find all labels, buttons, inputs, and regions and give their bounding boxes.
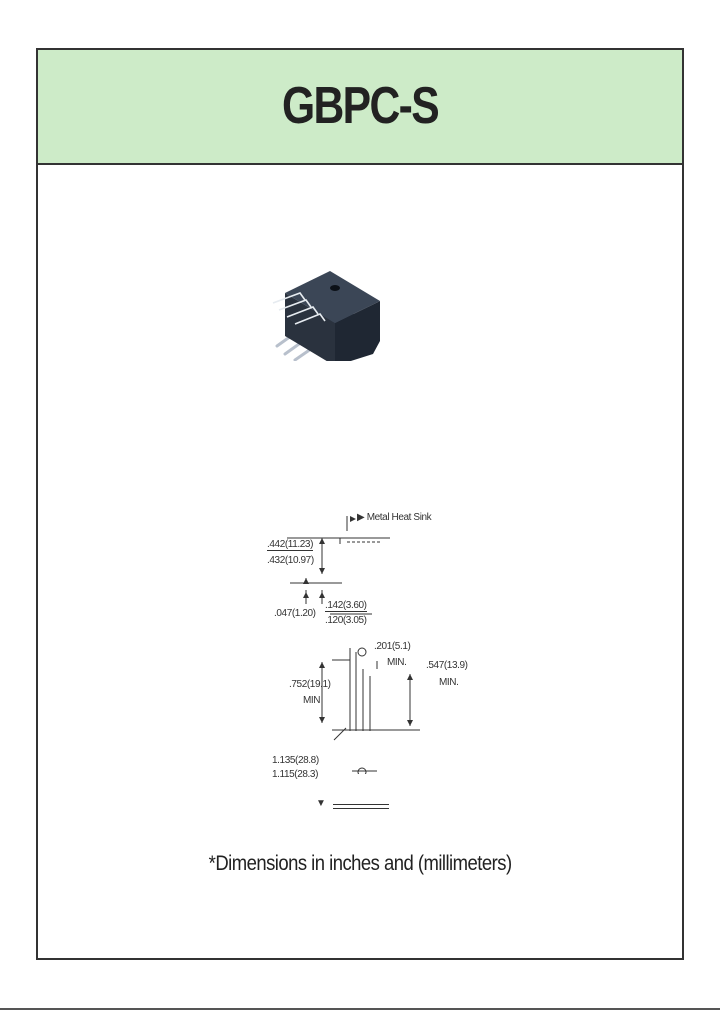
- body-depth-label: .547(13.9): [426, 660, 468, 671]
- width-min-label: 1.115(28.3): [272, 769, 319, 780]
- bottom-view-bar: [333, 804, 389, 809]
- page-bottom-rule: [0, 1008, 720, 1010]
- title-banner: GBPC-S: [38, 50, 682, 165]
- dimension-drawing: [287, 516, 420, 774]
- polarity-arrows: [272, 292, 326, 325]
- pin-spacing-suffix: MIN.: [387, 657, 407, 668]
- heat-sink-text: Metal Heat Sink: [366, 512, 432, 523]
- footnote-text: *Dimensions in inches and (millimeters): [208, 852, 512, 875]
- lead-length-label: .752(19.1): [289, 679, 331, 690]
- step-min-label: .120(3.05): [325, 615, 367, 626]
- part-title: GBPC-S: [281, 77, 440, 135]
- body-depth-suffix: MIN.: [439, 677, 459, 688]
- width-max-label: 1.135(28.8): [272, 755, 319, 766]
- pin-thickness-label: .047(1.20): [274, 608, 316, 619]
- lead-length-suffix: MIN: [303, 695, 321, 706]
- pin-spacing-label: .201(5.1): [374, 641, 411, 652]
- component-bevel: [285, 271, 380, 323]
- bottom-view-marker: ▼: [316, 798, 326, 809]
- component-side-face: [335, 301, 380, 361]
- arrow-right-icon: ▶: [357, 512, 365, 523]
- heat-sink-label: ▶ Metal Heat Sink: [357, 512, 432, 523]
- step-max-label: .142(3.60): [325, 600, 367, 612]
- height-min-label: .432(10.97): [267, 555, 314, 566]
- mounting-hole: [330, 285, 340, 291]
- arrow-down-icon: ▼: [316, 798, 326, 809]
- component-front-face: [285, 293, 335, 361]
- height-max-label: .442(11.23): [267, 539, 314, 551]
- component-image: [272, 271, 380, 361]
- dimensions-footnote: *Dimensions in inches and (millimeters): [0, 852, 720, 876]
